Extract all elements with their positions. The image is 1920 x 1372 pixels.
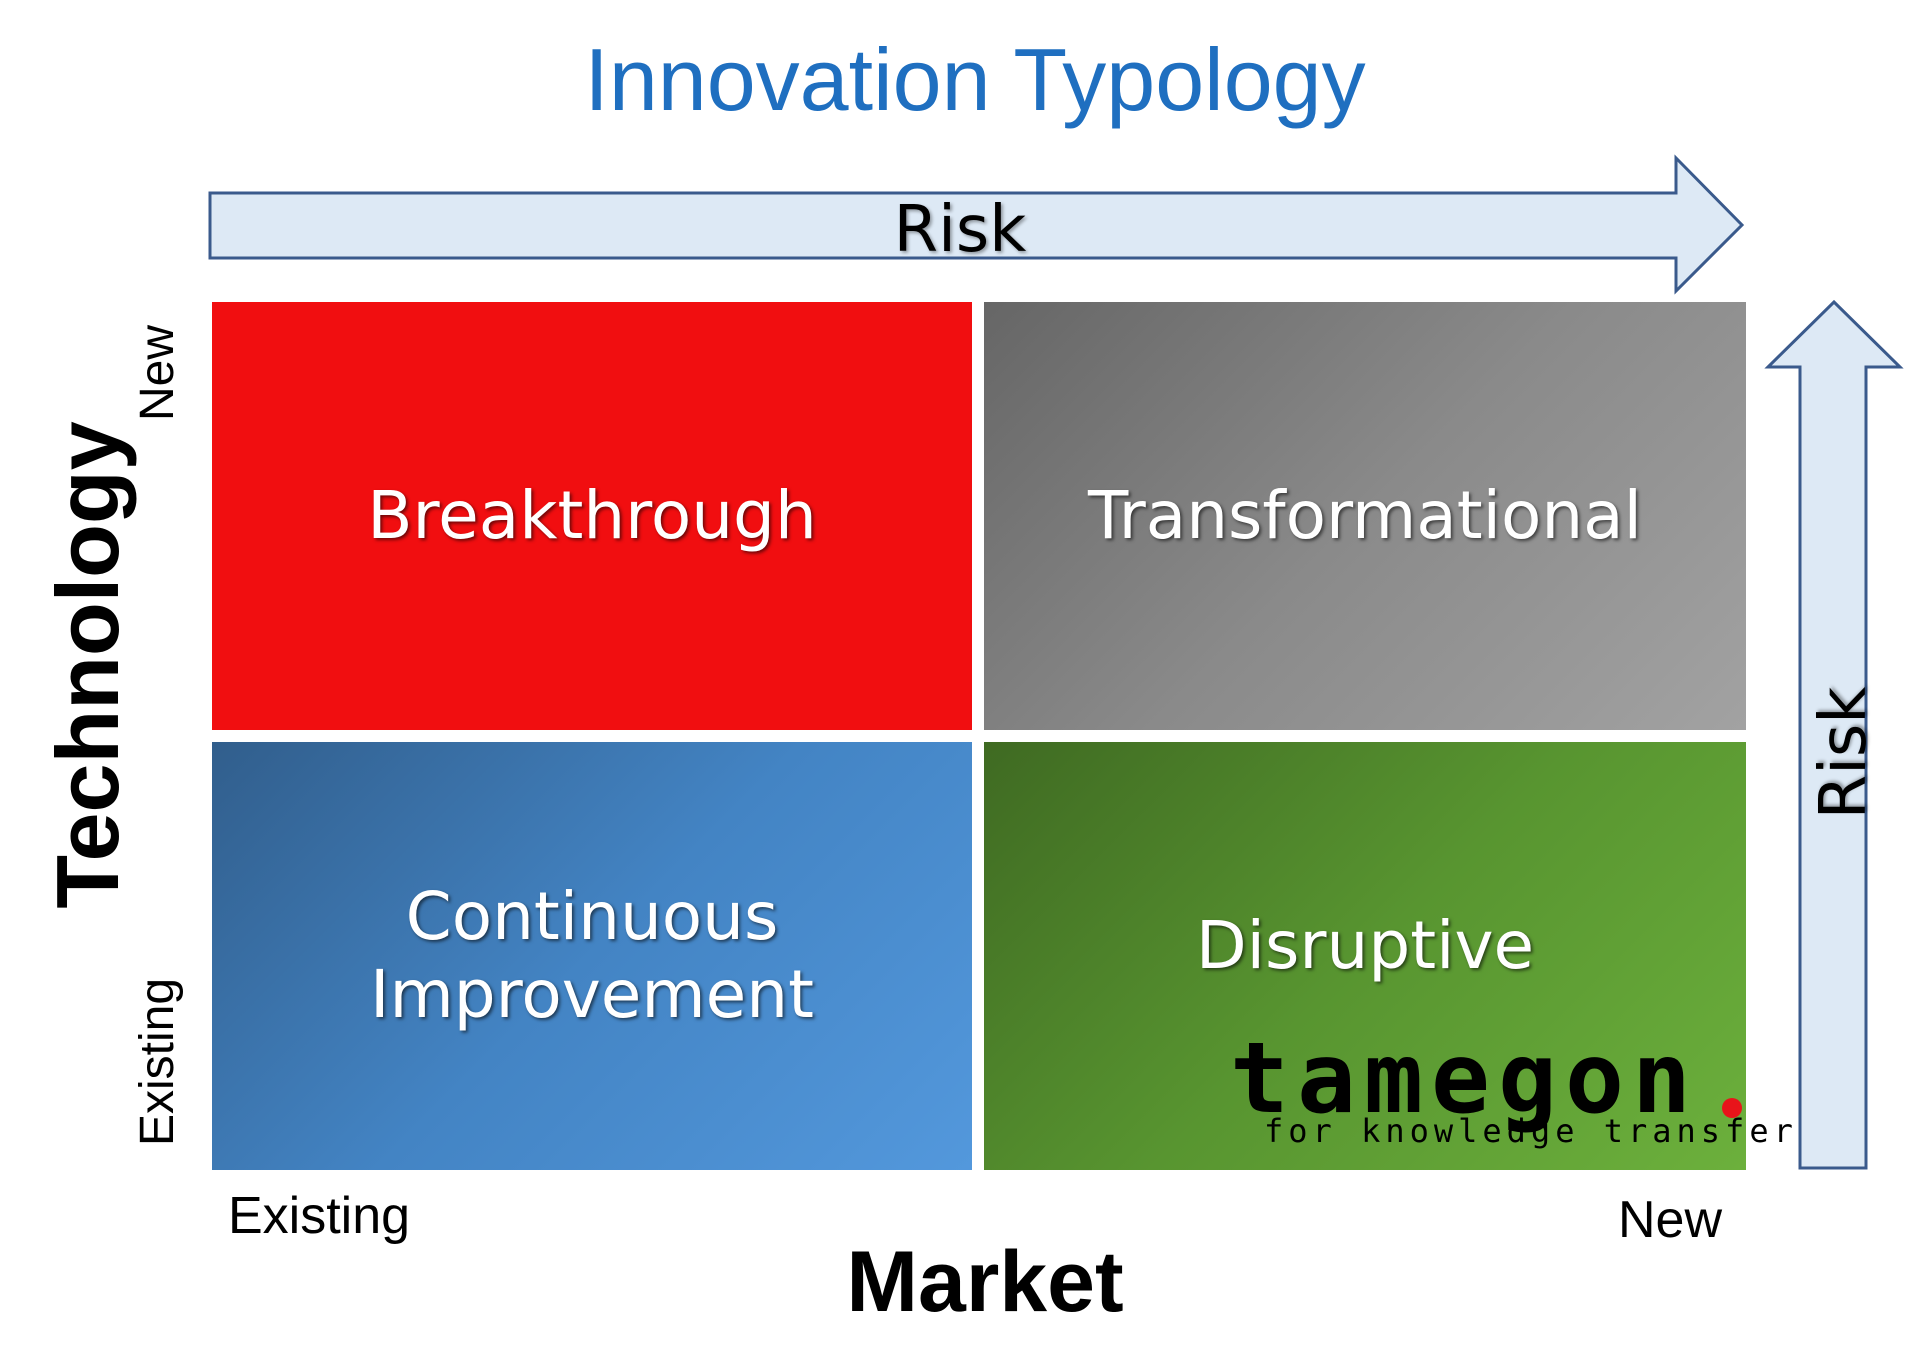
logo-wordmark: tamegon: [1230, 1022, 1700, 1136]
quadrant-continuous-improvement-label: Continuous Improvement: [370, 878, 814, 1033]
quadrant-transformational: Transformational: [984, 302, 1746, 730]
quadrant-breakthrough: Breakthrough: [212, 302, 972, 730]
quadrant-disruptive: Disruptive: [984, 742, 1746, 1170]
page-title: Innovation Typology: [584, 30, 1366, 129]
risk-arrow-top-label: Risk: [893, 193, 1027, 267]
tamegon-logo: tamegon for knowledge transfer: [1230, 1024, 1793, 1160]
market-existing-label: Existing: [228, 1187, 411, 1245]
logo-dot-icon: [1722, 1098, 1742, 1118]
quadrant-breakthrough-label: Breakthrough: [367, 477, 817, 554]
technology-existing-text: Existing: [131, 977, 184, 1147]
market-axis-label: Market: [846, 1234, 1124, 1330]
risk-arrow-right-shape: [208, 154, 1745, 295]
technology-new-text: New: [131, 324, 184, 422]
quadrant-transformational-label: Transformational: [1088, 477, 1642, 554]
quadrant-continuous-improvement: Continuous Improvement: [212, 742, 972, 1170]
logo-tagline: for knowledge transfer: [1264, 1112, 1798, 1150]
technology-axis-text: Technology: [38, 421, 137, 909]
quadrant-disruptive-label: Disruptive: [1195, 907, 1535, 984]
market-new-label: New: [1618, 1191, 1723, 1249]
risk-arrow-side-text: Risk: [1807, 686, 1881, 820]
risk-arrow-up-shape: [1764, 299, 1904, 1170]
